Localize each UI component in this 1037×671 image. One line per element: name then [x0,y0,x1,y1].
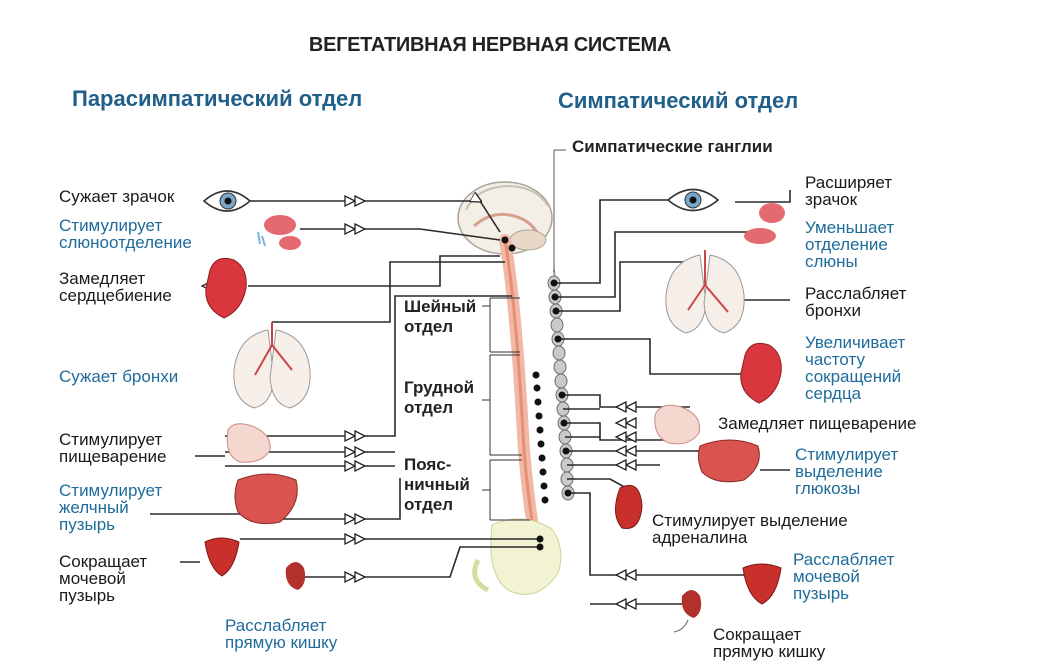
ganglia-dots [501,236,572,551]
cervical-section-label: Шейный отдел [404,297,477,336]
sympathetic-heading: Симпатический отдел [558,88,799,113]
symp-label-glucose: Стимулирует выделение глюкозы [795,445,899,498]
salivary-gland-right [744,203,785,244]
liver-right [697,439,760,483]
page-title: ВЕГЕТАТИВНАЯ НЕРВНАЯ СИСТЕМА [308,34,672,56]
bladder-left [204,537,240,577]
bladder-right [742,563,782,605]
para-label-digestion: Стимулирует пищеварение [59,430,167,466]
parasympathetic-nerves [150,201,540,578]
lungs-right [665,250,745,334]
para-label-rectum: Расслабляет прямую кишку [225,616,338,652]
para-label-bladder: Сокращает мочевой пузырь [59,552,148,605]
eye-right [666,188,720,212]
rectum-right [673,590,702,633]
section-brackets [482,297,530,521]
sympathetic-arrowheads [614,400,637,611]
symp-label-heart: Увеличивает частоту сокращений сердца [805,333,906,403]
symp-label-saliva: Уменьшает отделение слюны [805,218,895,271]
stomach-right [654,404,701,445]
rectum-left [285,562,306,590]
para-label-saliva: Стимулирует слюноотделение [59,216,192,252]
para-label-heart: Замедляет сердцебиение [59,269,172,305]
para-label-pupil: Сужает зрачок [59,187,175,206]
adrenal-kidney [615,484,643,530]
lungs-left [233,322,311,409]
ganglia-label: Симпатические ганглии [572,137,773,156]
thoracic-section-label: Грудной отдел [404,378,475,417]
symp-label-pupil: Расширяет зрачок [805,173,893,209]
symp-label-adrenaline: Стимулирует выделение адреналина [652,511,848,547]
salivary-gland-left [257,215,301,250]
sympathetic-ganglia-chain [547,149,575,501]
symp-label-digestion: Замедляет пищеварение [718,414,917,433]
parasympathetic-heading: Парасимпатический отдел [72,86,363,111]
stomach-left [226,423,271,463]
pelvis [472,518,562,595]
para-label-bronchi: Сужает бронхи [59,367,179,386]
para-label-gallbladder: Стимулирует желчный пузырь [59,481,163,534]
symp-label-bronchi: Расслабляет бронхи [805,284,907,320]
heart-right [740,342,782,404]
eye-left [202,190,252,212]
heart-left [205,257,247,319]
lumbar-section-label: Пояс- ничный отдел [404,455,470,514]
symp-label-bladder: Расслабляет мочевой пузырь [793,550,895,603]
liver-left [234,473,298,525]
symp-label-rectum: Сокращает прямую кишку [713,625,826,661]
